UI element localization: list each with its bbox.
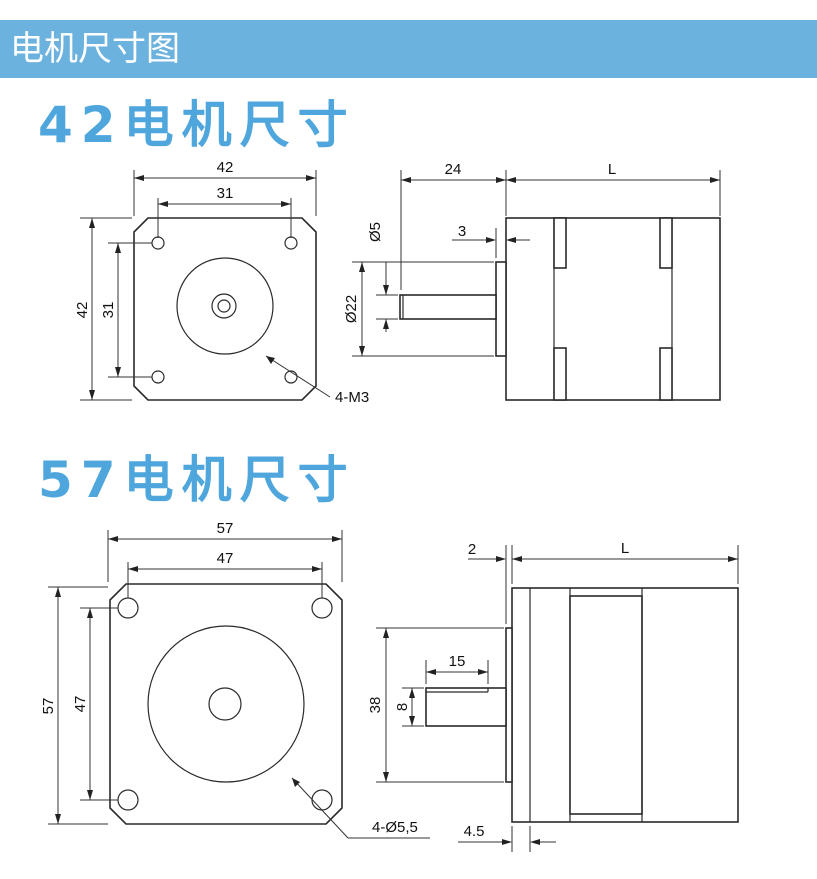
motor57-flange-thickness-label: 4.5 [464, 823, 485, 840]
motor57-front-view: 57 47 57 47 [40, 520, 430, 839]
motor42-body-length-label: L [608, 161, 616, 178]
motor42-dim-height [80, 217, 132, 401]
motor42-width-label: 42 [217, 159, 234, 176]
motor42-dim-boss-diameter [352, 261, 494, 357]
motor42-shaft-outer [211, 293, 237, 319]
motor57-dim-flange-thickness [458, 826, 556, 852]
motor42-dim-boss-thickness [452, 228, 530, 258]
motor42-side-boss [495, 261, 507, 357]
top-banner: 电机尺寸图 [0, 20, 817, 78]
motor42-boss-thickness-label: 3 [458, 223, 466, 240]
motor57-height-label: 57 [40, 698, 57, 715]
motor42-hole-top-label: 31 [217, 185, 234, 202]
motor57-dim-flat-length [425, 660, 489, 684]
motor57-dim-width [107, 530, 343, 582]
motor57-shaft [208, 687, 242, 721]
motor57-side-groove [569, 595, 643, 815]
motor42-boss-circle [176, 257, 274, 355]
motor42-front-view: 42 31 42 31 [74, 159, 369, 406]
motor42-height-label: 42 [74, 302, 91, 319]
motor57-boss-diameter-label: 38 [367, 697, 384, 714]
motor57-shaft [425, 687, 507, 727]
motor57-dim-holes-leader [291, 777, 430, 839]
motor42-dim-holes-leader [265, 355, 331, 398]
motor42-dim-hole-top [157, 198, 292, 238]
motor57-shaft-diameter-label: 8 [394, 703, 411, 711]
motor57-dim-boss-thickness [468, 545, 513, 624]
motor42-shaft-length-label: 24 [445, 161, 462, 178]
motor42-boss-diameter-label: Ø22 [343, 295, 360, 323]
motor42-hole-side-label: 31 [100, 302, 117, 319]
motor57-flat-length-label: 15 [449, 653, 466, 670]
motor57-holes-label: 4-Ø5,5 [372, 819, 418, 836]
motor42-side-view: 24 L 3 Ø5 [343, 161, 721, 401]
motor42-side-notch-4 [659, 347, 673, 401]
motor42-shaft-inner [217, 299, 231, 313]
motor42-shaft-diameter-label: Ø5 [367, 222, 384, 242]
motor42-side-notch-1 [553, 217, 567, 269]
motor57-boss-thickness-label: 2 [468, 541, 476, 558]
motor57-dim-height [48, 586, 108, 825]
motor57-hole-top-label: 47 [217, 550, 234, 567]
motor42-holes-label: 4-M3 [335, 389, 369, 406]
motor42-title: 42电机尺寸 [38, 96, 356, 154]
motor57-side-boss [505, 627, 513, 783]
motor42-hole-br [284, 370, 298, 384]
motor57-front-body [109, 583, 343, 825]
motor42-side-notch-3 [553, 347, 567, 401]
motor57-dim-hole-side [80, 607, 118, 801]
motor42-front-body [133, 217, 317, 401]
motor57-width-label: 57 [217, 520, 234, 537]
motor42-dim-width [133, 170, 317, 216]
motor42-dim-body-length [506, 170, 721, 216]
motor42-dim-shaft-diameter [376, 262, 398, 332]
banner-title: 电机尺寸图 [10, 29, 180, 69]
motor57-dim-hole-top [127, 562, 323, 598]
motor57-dim-shaft-diameter [402, 687, 424, 727]
motor57-side-view: 2 L 15 38 [367, 540, 739, 852]
motor57-hole-side-label: 47 [72, 696, 89, 713]
motor42-shaft [399, 294, 497, 320]
motor57-boss-circle [147, 625, 305, 783]
motor42-dim-hole-side [108, 242, 152, 378]
motor57-body-length-label: L [621, 540, 629, 557]
motor42-side-body [505, 217, 721, 401]
motor57-dim-boss-diameter [376, 627, 504, 783]
motor57-title: 57电机尺寸 [38, 451, 356, 509]
motor42-side-notch-2 [659, 217, 673, 269]
motor57-dim-body-length [512, 545, 739, 584]
motor42-dim-shaft-length [400, 170, 507, 290]
